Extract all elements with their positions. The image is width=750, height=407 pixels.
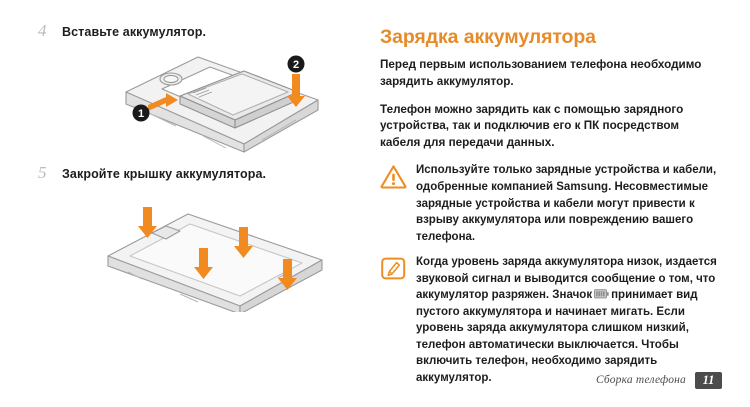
content-column: Зарядка аккумулятора Перед первым исполь…: [380, 26, 720, 396]
warning-text: Используйте только зарядные устройства и…: [416, 164, 717, 243]
step-4-illustration: 1 2: [30, 44, 375, 154]
step-5: 5 Закройте крышку аккумулятора.: [30, 164, 375, 312]
callout-1: 1: [132, 104, 150, 122]
svg-text:2: 2: [293, 59, 299, 71]
note-text: Когда уровень заряда аккумулятора низок,…: [416, 254, 720, 386]
battery-low-icon: [594, 289, 609, 299]
step-4-number: 4: [38, 21, 47, 40]
intro-paragraph-2: Телефон можно зарядить как с помощью зар…: [380, 102, 684, 149]
step-5-header: 5 Закройте крышку аккумулятора.: [30, 164, 375, 182]
step-5-instruction: Закройте крышку аккумулятора.: [62, 167, 267, 181]
steps-column: 4 Вставьте аккумулятор.: [30, 22, 375, 312]
step-4: 4 Вставьте аккумулятор.: [30, 22, 375, 154]
warning-callout: Используйте только зарядные устройства и…: [380, 162, 720, 245]
warning-triangle-icon: [380, 163, 407, 190]
svg-text:1: 1: [138, 108, 144, 120]
note-callout: Когда уровень заряда аккумулятора низок,…: [380, 254, 720, 386]
callout-2: 2: [287, 55, 305, 73]
page-title: Зарядка аккумулятора: [380, 26, 596, 48]
step-4-instruction: Вставьте аккумулятор.: [62, 25, 207, 39]
note-text-after: принимает вид пустого аккумулятора и нач…: [416, 289, 698, 385]
note-text-before: Когда уровень заряда аккумулятора низок,…: [416, 256, 717, 302]
step-5-illustration: [30, 186, 375, 312]
page-number-badge: 11: [695, 371, 722, 389]
footer-chapter-label: Сборка телефона: [595, 374, 686, 387]
page-footer: Сборка телефона 11: [595, 371, 722, 389]
step-4-header: 4 Вставьте аккумулятор.: [30, 22, 375, 40]
step-5-number: 5: [38, 163, 47, 182]
intro-paragraph-1: Перед первым использованием телефона нео…: [380, 58, 702, 89]
note-pen-icon: [380, 255, 407, 282]
